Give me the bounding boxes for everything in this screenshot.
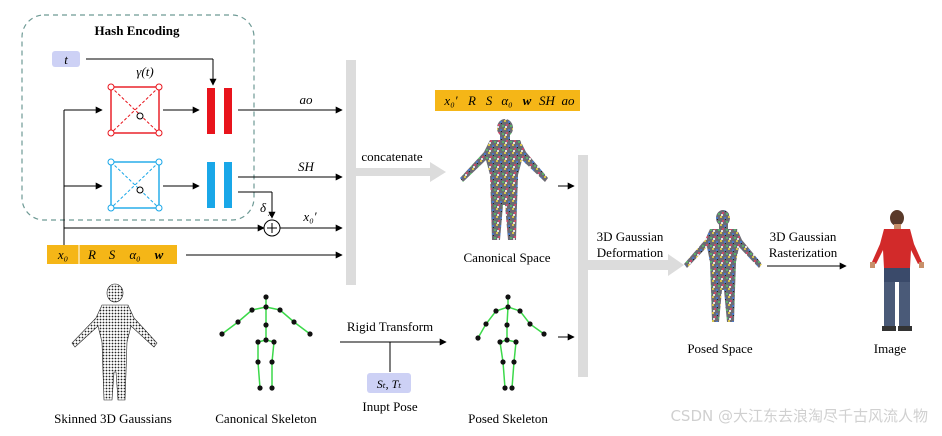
input-r: R (87, 247, 96, 262)
canonical-skeleton-figure (219, 294, 313, 391)
hash-encoding-title: Hash Encoding (95, 23, 180, 38)
canonical-attrs-bar (435, 90, 580, 111)
canon-attr-x0p: x₀′ (443, 93, 457, 108)
canon-attr-s: S (486, 93, 493, 108)
canon-attr-ao: ao (562, 93, 576, 108)
canon-attr-alpha0: α₀ (501, 93, 512, 108)
rigid-transform-label: Rigid Transform (347, 319, 433, 334)
gamma-label: γ(t) (136, 64, 153, 79)
deformation-label-2: Deformation (597, 245, 664, 260)
input-w: w (155, 247, 164, 262)
pose-box (367, 373, 411, 393)
input-s: S (109, 247, 116, 262)
delta-label: δ (260, 200, 267, 215)
raster-label-1: 3D Gaussian (770, 229, 837, 244)
input-alpha0: α₀ (129, 247, 140, 262)
red-hash-grid-icon (107, 83, 163, 137)
canon-attr-w: w (523, 93, 532, 108)
t-label: t (64, 52, 68, 67)
concatenate-bar (346, 60, 356, 285)
red-feature-bar-2 (224, 88, 232, 134)
watermark-text: CSDN @大江东去浪淘尽千古风流人物 (670, 407, 928, 425)
posed-space-label: Posed Space (687, 341, 753, 356)
concatenate-label: concatenate (361, 149, 423, 164)
pose-box-label: Sₜ, Tₜ (377, 377, 402, 391)
posed-skeleton-figure (475, 294, 547, 391)
skinned-gaussians-figure (71, 283, 158, 401)
ao-label: ao (300, 92, 314, 107)
deformation-bar (578, 155, 588, 377)
blue-feature-bar-2 (224, 162, 232, 208)
blue-hash-grid-icon (107, 158, 163, 212)
blue-feature-bar-1 (207, 162, 215, 208)
input-pose-label: Inupt Pose (362, 399, 417, 414)
skinned-gaussians-label: Skinned 3D Gaussians (54, 411, 172, 426)
canonical-space-figure (460, 119, 548, 240)
t-input-box (52, 51, 80, 67)
canon-attr-sh: SH (539, 93, 556, 108)
input-x0: x₀ (57, 247, 68, 262)
image-label: Image (874, 341, 907, 356)
deformation-arrow (588, 254, 684, 276)
posed-skeleton-label: Posed Skeleton (468, 411, 548, 426)
canonical-skeleton-label: Canonical Skeleton (215, 411, 317, 426)
canon-attr-r: R (467, 93, 476, 108)
sh-label: SH (298, 159, 315, 174)
hash-encoding-frame (21, 14, 255, 221)
deformation-label-1: 3D Gaussian (597, 229, 664, 244)
red-feature-bar-1 (207, 88, 215, 134)
delta-subscript: x (267, 209, 272, 218)
posed-space-figure (684, 210, 762, 322)
canonical-space-label: Canonical Space (464, 250, 551, 265)
concatenate-arrow (356, 162, 446, 182)
rendered-person-image (870, 210, 924, 331)
raster-label-2: Rasterization (769, 245, 838, 260)
x0-prime-label: x₀′ (302, 209, 316, 224)
